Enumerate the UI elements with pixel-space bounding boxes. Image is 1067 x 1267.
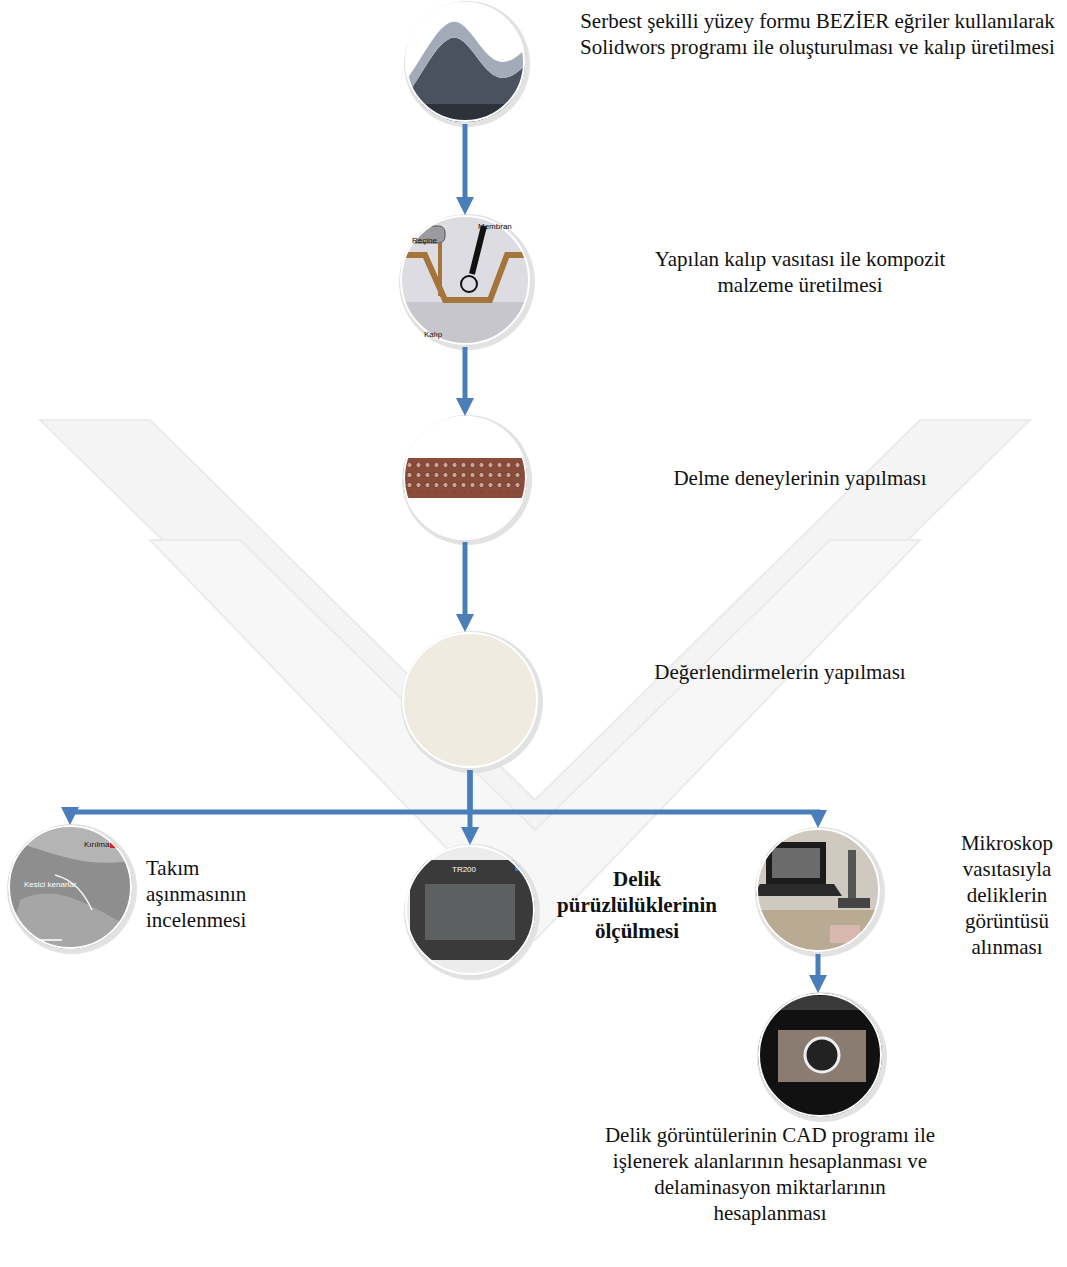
step-text: Delme deneylerinin yapılması bbox=[600, 465, 1000, 491]
step-text: Mikroskop vasıtasıyla deliklerin görüntü… bbox=[952, 830, 1062, 960]
process-circle: Delik pürüzlülüklerinin ölçülmesi bbox=[405, 845, 535, 975]
moulding-picture bbox=[398, 213, 533, 352]
circle-border bbox=[406, 3, 524, 121]
watermark-chevrons bbox=[40, 420, 1030, 940]
step-text: Serbest şekilli yüzey formu BEZİER eğril… bbox=[575, 8, 1060, 60]
circle-border bbox=[406, 846, 534, 974]
circle-shadows bbox=[7, 1, 887, 1122]
process-circle: Delme deneylerinin yapılması bbox=[403, 416, 527, 540]
flow-arrow bbox=[816, 954, 821, 984]
circle-border bbox=[403, 633, 537, 767]
step-text: Değerlendirmelerin yapılması bbox=[580, 659, 980, 685]
step-text: Takım aşınmasının incelenmesi bbox=[146, 855, 286, 933]
image-label: Membran bbox=[478, 222, 512, 231]
image-label: Reçine bbox=[412, 236, 437, 245]
image-label: Kesici kenarlar bbox=[24, 880, 76, 889]
step-text: Delik görüntülerinin CAD programı ile iş… bbox=[600, 1122, 940, 1226]
circle-border bbox=[404, 417, 526, 539]
process-circle: Delik görüntülerinin CAD programı ile iş… bbox=[758, 993, 882, 1117]
process-circle: Yapılan kalıp vasıtası ile kompozit malz… bbox=[400, 215, 530, 345]
image-label: TR200 bbox=[452, 865, 476, 874]
step-text: Delik pürüzlülüklerinin ölçülmesi bbox=[537, 866, 737, 944]
flow-arrow bbox=[463, 347, 468, 407]
step-text: Yapılan kalıp vasıtası ile kompozit malz… bbox=[615, 246, 985, 298]
circle-outline bbox=[403, 416, 527, 540]
flow-arrow bbox=[470, 770, 818, 819]
circle-border bbox=[401, 216, 529, 344]
circle-outline bbox=[405, 845, 535, 975]
roughness-tester-picture bbox=[403, 843, 538, 978]
circle-border bbox=[757, 829, 879, 951]
image-label: Kırılma bbox=[84, 840, 109, 849]
process-circle: Mikroskop vasıtasıyla deliklerin görüntü… bbox=[756, 828, 880, 952]
process-circle: Değerlendirmelerin yapılması bbox=[402, 632, 538, 768]
microscope-picture bbox=[752, 826, 884, 956]
flow-arrow bbox=[463, 542, 468, 623]
image-label: Kalıp bbox=[424, 330, 442, 339]
flow-arrow bbox=[70, 770, 470, 816]
circle-outline bbox=[402, 632, 538, 768]
tool-wear-picture bbox=[6, 823, 136, 953]
circle-border bbox=[9, 826, 131, 948]
circle-outline bbox=[756, 828, 880, 952]
cad-picture bbox=[756, 991, 886, 1119]
circle-outline bbox=[400, 215, 530, 345]
plain-circle bbox=[402, 632, 538, 768]
circle-outline bbox=[758, 993, 882, 1117]
circle-outline bbox=[405, 2, 525, 122]
drilled-plate-picture bbox=[400, 414, 530, 542]
circle-border bbox=[759, 994, 881, 1116]
surface-picture bbox=[400, 0, 530, 125]
process-circle: Serbest şekilli yüzey formu BEZİER eğril… bbox=[405, 2, 525, 122]
flow-arrow bbox=[463, 124, 468, 206]
